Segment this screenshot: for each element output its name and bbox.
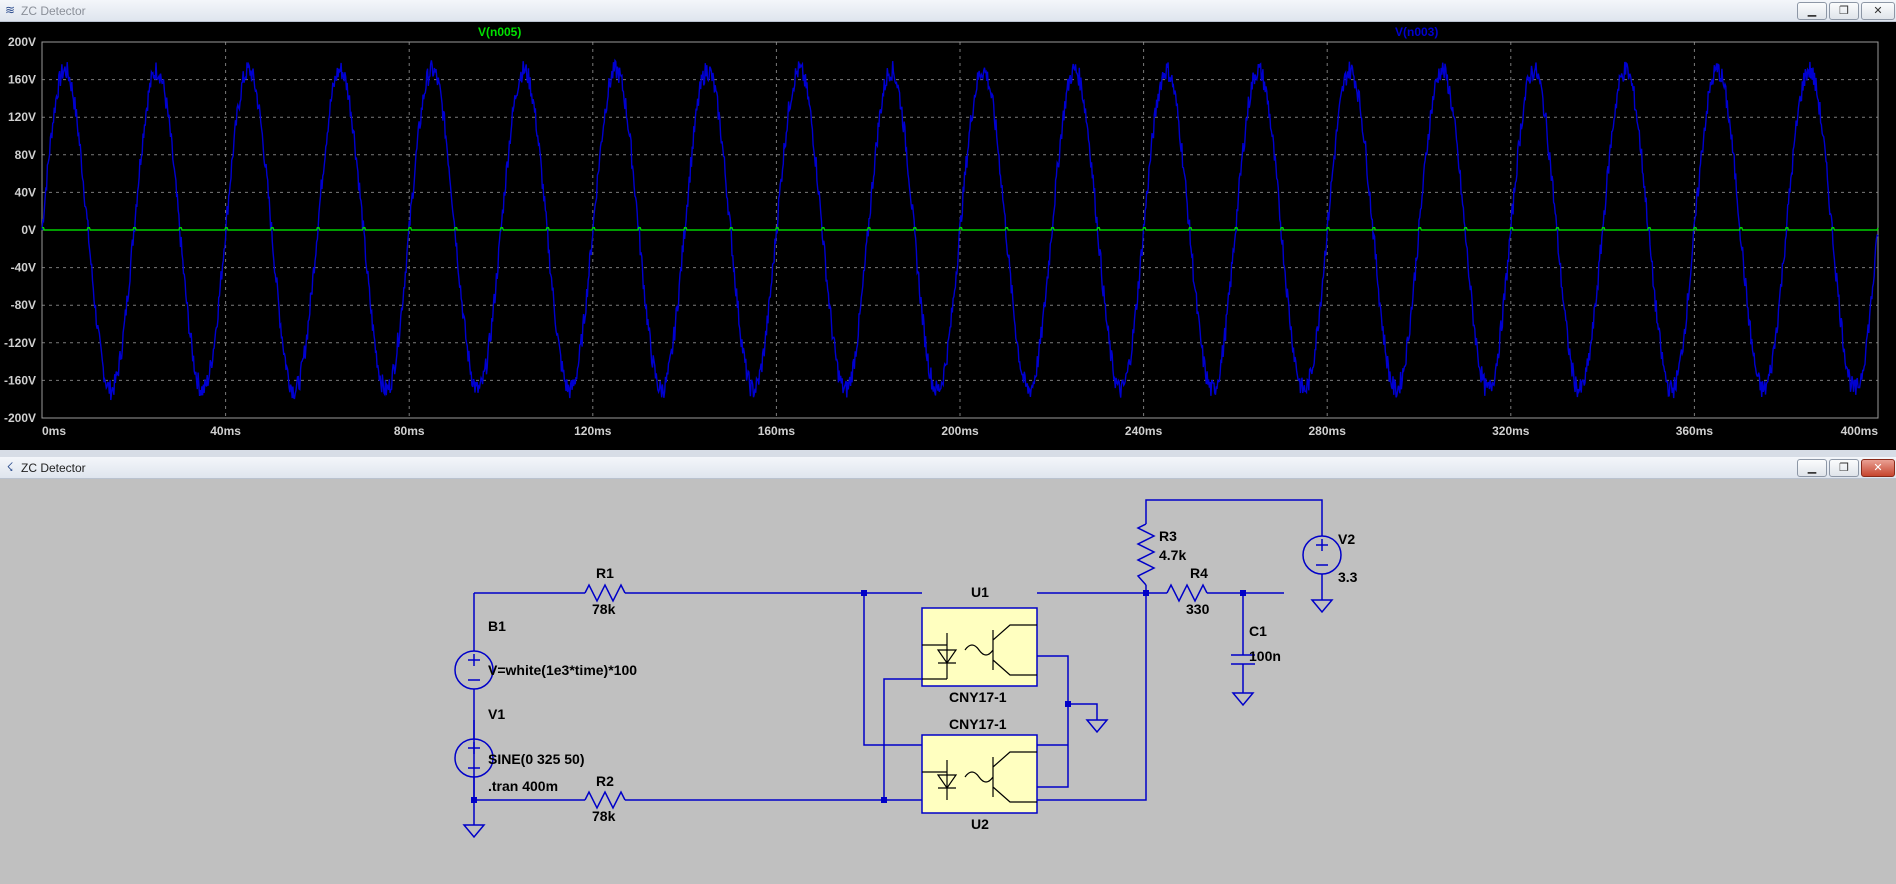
schematic-canvas[interactable]: R1 78k R2 78k R3 4.7k R4 330 C1 100n B1 … xyxy=(0,482,1896,884)
r2-value: 78k xyxy=(592,808,616,824)
junction-dots xyxy=(471,590,1246,803)
u2-ref: U2 xyxy=(971,816,989,832)
y-tick-label: -40V xyxy=(11,261,36,275)
x-tick-label: 400ms xyxy=(1841,424,1879,438)
y-tick-label: 160V xyxy=(8,73,36,87)
y-tick-label: -120V xyxy=(4,336,36,350)
restore-button[interactable]: ❐ xyxy=(1829,459,1859,477)
x-tick-label: 240ms xyxy=(1125,424,1163,438)
schematic-app-icon: ☇ xyxy=(6,460,14,474)
trace-v-n003 xyxy=(41,58,1879,401)
waveform-window-titlebar[interactable]: ≋ ZC Detector ▁ ❐ ✕ xyxy=(0,0,1896,22)
y-tick-label: 0V xyxy=(21,223,36,237)
capacitor-c1[interactable] xyxy=(1231,654,1255,672)
trace-v-n005 xyxy=(42,227,1879,231)
x-tick-label: 200ms xyxy=(941,424,979,438)
resistor-r1[interactable] xyxy=(584,583,626,603)
ground-v1-icon xyxy=(462,824,486,839)
optocoupler-u1[interactable] xyxy=(921,607,1038,687)
waveform-window-title: ZC Detector xyxy=(21,4,86,18)
r1-ref: R1 xyxy=(596,565,614,581)
trace-label-v-n005[interactable]: V(n005) xyxy=(478,25,521,39)
restore-button[interactable]: ❐ xyxy=(1829,2,1859,20)
resistor-r2[interactable] xyxy=(584,790,626,810)
c1-ref: C1 xyxy=(1249,623,1267,639)
y-tick-label: 200V xyxy=(8,35,36,49)
x-tick-label: 160ms xyxy=(758,424,796,438)
r4-value: 330 xyxy=(1186,601,1210,617)
y-tick-label: 40V xyxy=(15,185,36,199)
v1-ref: V1 xyxy=(488,706,505,722)
x-tick-label: 40ms xyxy=(210,424,241,438)
x-tick-label: 80ms xyxy=(394,424,425,438)
v2-ref: V2 xyxy=(1338,531,1355,547)
b1-value: V=white(1e3*time)*100 xyxy=(488,662,637,678)
u1-ref: U1 xyxy=(971,584,989,600)
ground-opto-icon xyxy=(1085,719,1109,734)
y-tick-label: 120V xyxy=(8,110,36,124)
spice-directive[interactable]: .tran 400m xyxy=(488,778,558,794)
y-tick-label: -200V xyxy=(4,411,36,425)
resistor-r4[interactable] xyxy=(1166,583,1208,603)
ground-c1-icon xyxy=(1231,692,1255,707)
b1-ref: B1 xyxy=(488,618,506,634)
resistor-r3[interactable] xyxy=(1136,523,1156,586)
schematic-window-title: ZC Detector xyxy=(21,461,86,475)
plot-background xyxy=(0,22,1896,450)
waveform-window[interactable]: ≋ ZC Detector ▁ ❐ ✕ 200V 160V 120V 80V 40V 0V… xyxy=(0,0,1896,450)
waveform-plot[interactable]: 200V 160V 120V 80V 40V 0V -40V -80V -120V -160V -2… xyxy=(0,22,1896,450)
r4-ref: R4 xyxy=(1190,565,1208,581)
u2-value: CNY17-1 xyxy=(949,716,1007,732)
r2-ref: R2 xyxy=(596,773,614,789)
y-tick-label: -160V xyxy=(4,373,36,387)
x-tick-label: 120ms xyxy=(574,424,612,438)
close-button[interactable]: ✕ xyxy=(1861,459,1895,477)
r3-value: 4.7k xyxy=(1159,547,1186,563)
y-tick-label: 80V xyxy=(15,148,36,162)
schematic-window-titlebar[interactable]: ☇ ZC Detector ▁ ❐ ✕ xyxy=(0,457,1896,479)
x-tick-label: 0ms xyxy=(42,424,66,438)
x-tick-label: 320ms xyxy=(1492,424,1530,438)
minimize-button[interactable]: ▁ xyxy=(1797,2,1827,20)
close-button[interactable]: ✕ xyxy=(1861,2,1895,20)
y-tick-label: -80V xyxy=(11,298,36,312)
x-tick-label: 280ms xyxy=(1309,424,1347,438)
ground-v2-icon xyxy=(1310,599,1334,614)
c1-value: 100n xyxy=(1249,648,1281,664)
minimize-button[interactable]: ▁ xyxy=(1797,459,1827,477)
trace-label-v-n003[interactable]: V(n003) xyxy=(1395,25,1438,39)
u1-value: CNY17-1 xyxy=(949,689,1007,705)
mdi-splitter[interactable] xyxy=(0,450,1896,457)
r3-ref: R3 xyxy=(1159,528,1177,544)
optocoupler-u2[interactable] xyxy=(921,734,1038,814)
r1-value: 78k xyxy=(592,601,616,617)
waveform-app-icon: ≋ xyxy=(4,3,16,17)
v2-value: 3.3 xyxy=(1338,569,1358,585)
v1-value: SINE(0 325 50) xyxy=(488,751,585,767)
schematic-window[interactable]: ☇ ZC Detector ▁ ❐ ✕ xyxy=(0,457,1896,884)
x-tick-label: 360ms xyxy=(1676,424,1714,438)
